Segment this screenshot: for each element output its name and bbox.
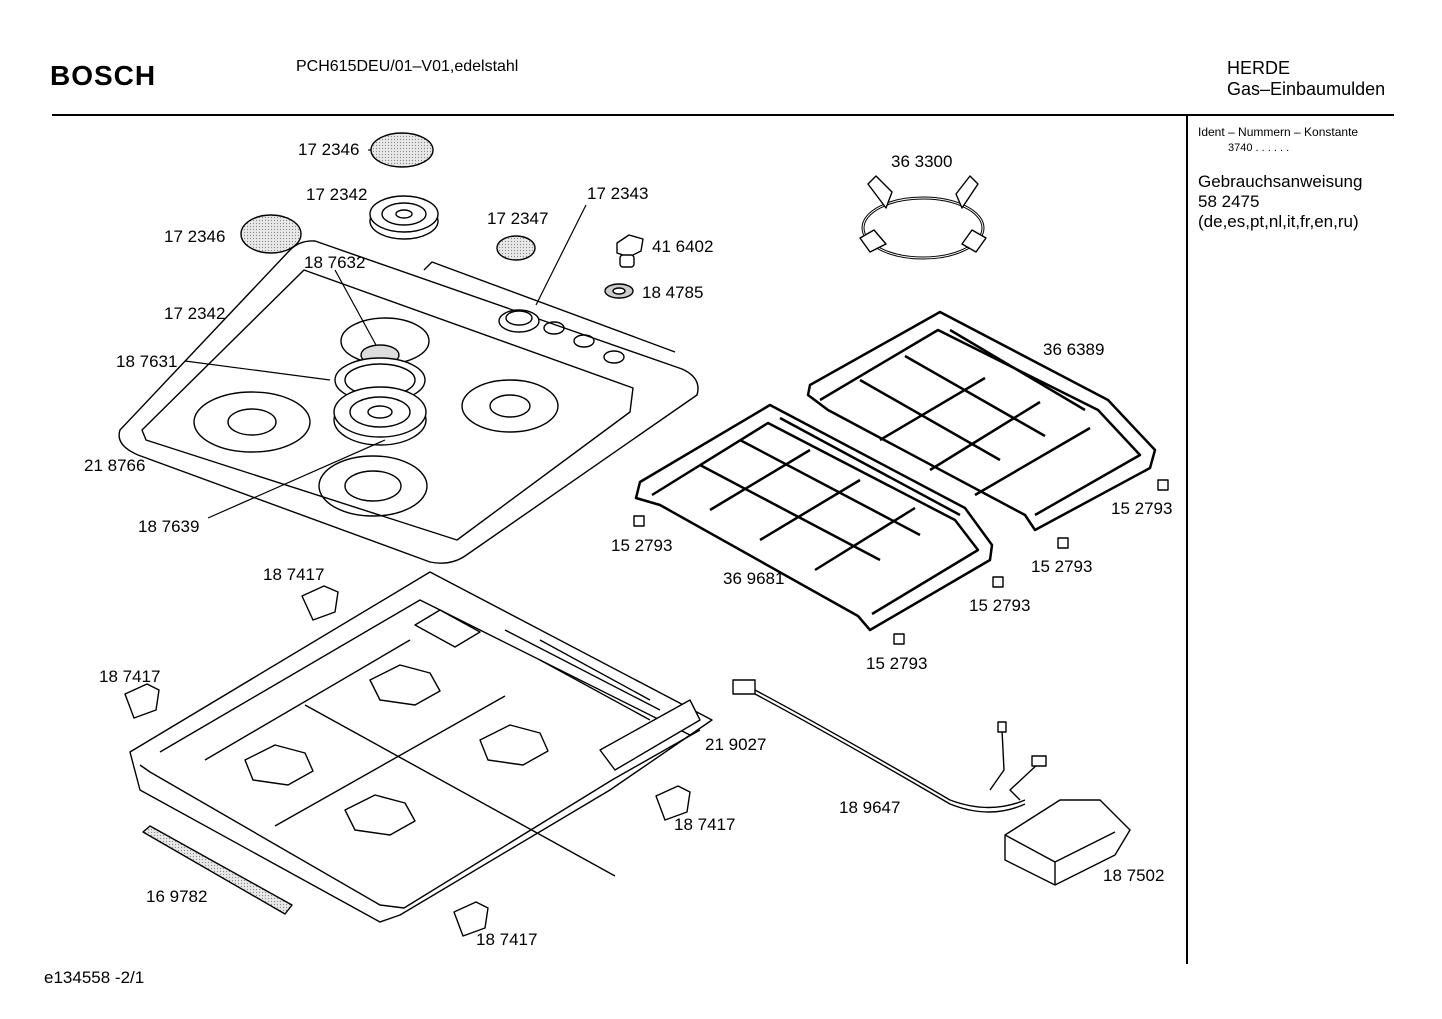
manual-label: Gebrauchsanweisung (1198, 172, 1363, 191)
brand-logo: BOSCH (50, 60, 157, 91)
part-218766: 21 8766 (84, 456, 145, 475)
burner-cap-172347 (496, 235, 536, 261)
part-187417-a: 18 7417 (263, 565, 324, 584)
ignition-module-187502 (1004, 799, 1131, 886)
part-152793-b: 15 2793 (611, 536, 672, 555)
part-169782: 16 9782 (146, 887, 207, 906)
part-369681: 36 9681 (723, 569, 784, 588)
burner-cap-172346-left (240, 214, 302, 254)
pan-support-369681 (634, 403, 994, 632)
cable-189647 (732, 679, 1047, 813)
part-152793-c: 15 2793 (1031, 557, 1092, 576)
subcategory-title: Gas–Einbaumulden (1227, 79, 1386, 99)
burner-head-172342-top (369, 195, 439, 240)
sidebar-divider (1186, 116, 1188, 964)
pan-support-366389 (806, 310, 1157, 532)
ident-constant: 3740 . . . . . . (1228, 142, 1290, 154)
part-416402: 41 6402 (652, 237, 713, 256)
part-172342-top: 17 2342 (306, 185, 367, 204)
category-title: HERDE (1227, 58, 1291, 78)
part-187631: 18 7631 (116, 352, 177, 371)
part-366389: 36 6389 (1043, 340, 1104, 359)
model-number: PCH615DEU/01–V01,edelstahl (296, 58, 519, 75)
part-172343: 17 2343 (587, 184, 648, 203)
part-187632: 18 7632 (304, 253, 365, 272)
part-187417-c: 18 7417 (674, 815, 735, 834)
knob-ring-184785 (604, 283, 634, 299)
part-187502: 18 7502 (1103, 866, 1164, 885)
brackets-187417 (124, 585, 691, 937)
part-187417-d: 18 7417 (476, 930, 537, 949)
part-172346-top: 17 2346 (298, 140, 359, 159)
manual-languages: (de,es,pt,nl,it,fr,en,ru) (1198, 212, 1359, 231)
part-187639: 18 7639 (138, 517, 199, 536)
knob-416402 (616, 234, 644, 268)
part-172347: 17 2347 (487, 209, 548, 228)
part-152793-a: 15 2793 (1111, 499, 1172, 518)
burner-cap-172346-top (370, 132, 434, 168)
part-187417-b: 18 7417 (99, 667, 160, 686)
seal-strip-169782 (142, 825, 293, 915)
part-363300: 36 3300 (891, 152, 952, 171)
hob-plate-218766 (118, 240, 699, 564)
part-189647: 18 9647 (839, 798, 900, 817)
leader-lines (184, 149, 587, 519)
wok-ring-363300 (859, 175, 987, 260)
part-184785: 18 4785 (642, 283, 703, 302)
rubber-feet-152793 (633, 479, 1169, 645)
part-172346-left: 17 2346 (164, 227, 225, 246)
part-labels: 17 2346 17 2342 17 2346 17 2347 17 2343 … (84, 140, 1172, 949)
header-divider (52, 114, 1394, 116)
ident-heading: Ident – Nummern – Konstante (1198, 125, 1359, 139)
part-152793-e: 15 2793 (866, 654, 927, 673)
manual-info: Gebrauchsanweisung 58 2475 (de,es,pt,nl,… (1198, 172, 1362, 232)
part-172342-left: 17 2342 (164, 304, 225, 323)
exploded-parts-diagram: 17 2346 17 2342 17 2346 17 2347 17 2343 … (84, 132, 1172, 949)
footer-code: e134558 -2/1 (44, 968, 145, 987)
part-219027: 21 9027 (705, 735, 766, 754)
part-152793-d: 15 2793 (969, 596, 1030, 615)
manual-number: 58 2475 (1198, 192, 1260, 211)
base-tray (129, 571, 713, 923)
